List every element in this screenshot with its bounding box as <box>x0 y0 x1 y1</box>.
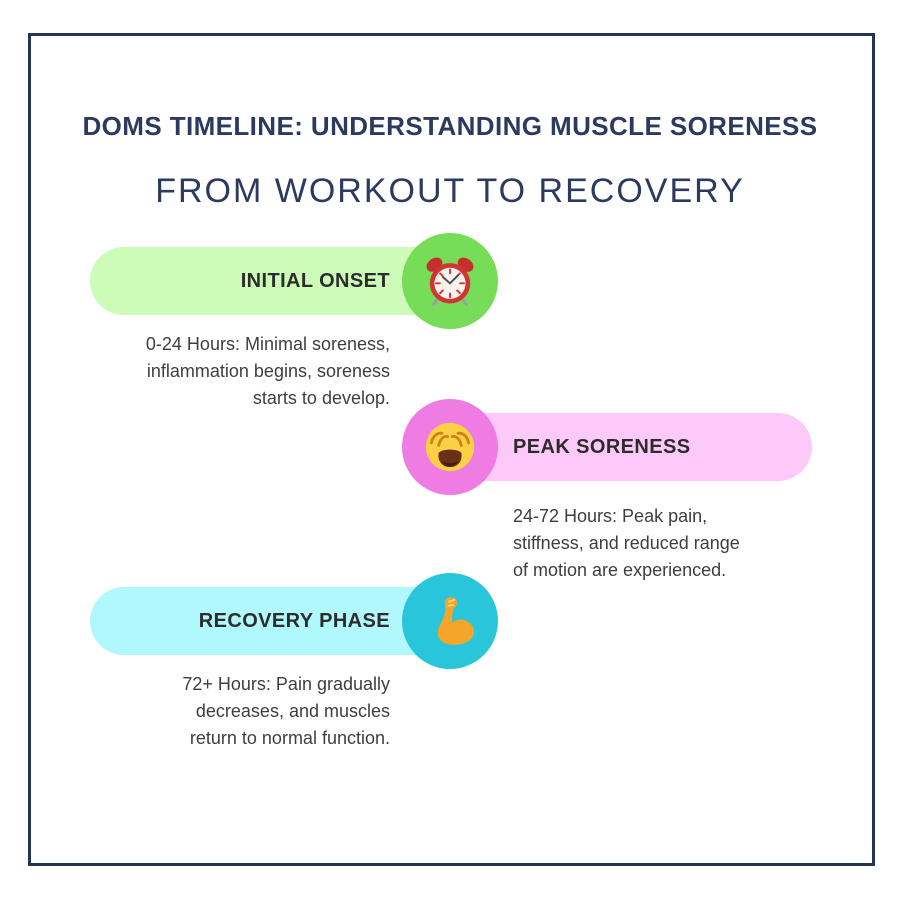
flexed-biceps-icon <box>437 597 474 645</box>
phase-icon-badge <box>402 573 498 669</box>
phase-label: INITIAL ONSET <box>240 269 390 292</box>
alarm-clock-icon <box>426 257 474 306</box>
phase-pill-peak-soreness: PEAK SORENESS <box>440 413 812 481</box>
page-subtitle: FROM WORKOUT TO RECOVERY <box>155 172 745 211</box>
phase-label: RECOVERY PHASE <box>198 609 390 632</box>
phase-description: 24-72 Hours: Peak pain, stiffness, and r… <box>513 506 740 580</box>
page-border-frame <box>28 33 875 866</box>
phase-description: 0-24 Hours: Minimal soreness, inflammati… <box>145 334 390 408</box>
phase-icon-badge <box>402 399 498 495</box>
phase-description: 72+ Hours: Pain gradually decreases, and… <box>182 674 390 748</box>
weary-face-icon <box>425 422 475 472</box>
phase-icon-badge <box>402 233 498 329</box>
page-title: DOMS TIMELINE: UNDERSTANDING MUSCLE SORE… <box>82 111 818 142</box>
phase-label: PEAK SORENESS <box>513 435 691 458</box>
